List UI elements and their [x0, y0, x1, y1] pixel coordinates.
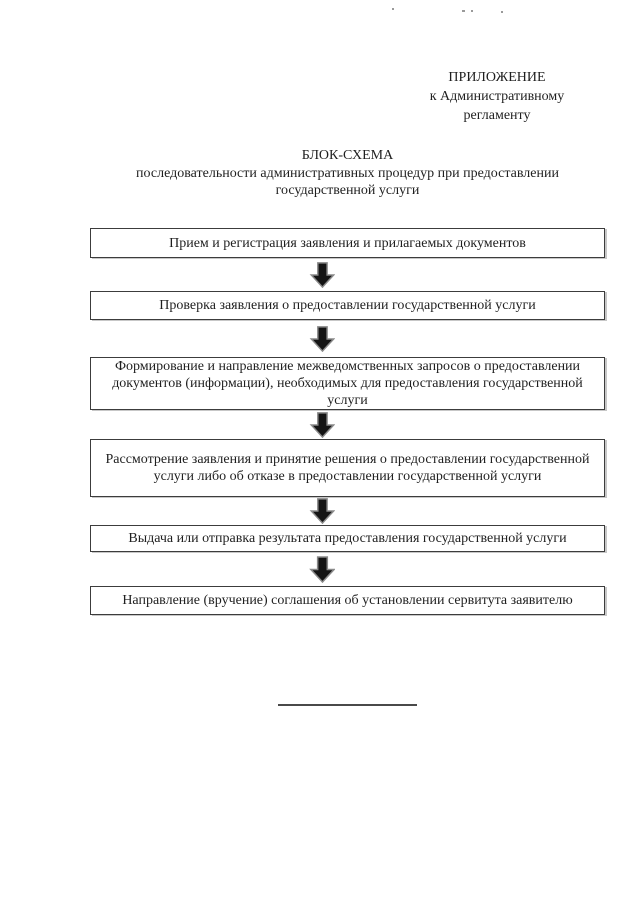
arrow-down-icon [309, 261, 335, 288]
flow-step-2: Проверка заявления о предоставлении госу… [90, 291, 605, 320]
flow-connector [90, 552, 605, 586]
title-subtitle-line: последовательности административных проц… [136, 165, 559, 181]
document-title: БЛОК-СХЕМА последовательности администра… [90, 147, 605, 200]
flow-connector [90, 320, 605, 357]
arrow-down-icon [309, 411, 335, 438]
flow-step-5: Выдача или отправка результата предостав… [90, 525, 605, 552]
scan-speck [462, 10, 465, 12]
title-subtitle-line: государственной услуги [275, 183, 420, 198]
flowchart: Прием и регистрация заявления и прилагае… [90, 228, 605, 615]
flow-step-1: Прием и регистрация заявления и прилагае… [90, 228, 605, 258]
scan-speck [471, 10, 473, 12]
flow-step-3: Формирование и направление межведомствен… [90, 357, 605, 410]
flow-step-4: Рассмотрение заявления и принятие решени… [90, 439, 605, 497]
arrow-down-icon [309, 325, 335, 352]
annex-header: ПРИЛОЖЕНИЕ к Административному регламент… [412, 68, 582, 125]
flow-connector [90, 410, 605, 439]
scan-speck [392, 8, 394, 10]
annex-header-line: ПРИЛОЖЕНИЕ [448, 70, 546, 85]
flow-connector [90, 258, 605, 291]
flow-step-6: Направление (вручение) соглашения об уст… [90, 586, 605, 615]
flow-connector [90, 497, 605, 525]
arrow-down-icon [309, 555, 335, 583]
annex-header-line: регламенту [463, 108, 531, 123]
footnote-separator [278, 704, 417, 706]
title-main: БЛОК-СХЕМА [301, 148, 394, 163]
arrow-down-icon [309, 498, 335, 524]
annex-header-line: к Административному [429, 89, 565, 104]
scan-speck [501, 11, 503, 13]
